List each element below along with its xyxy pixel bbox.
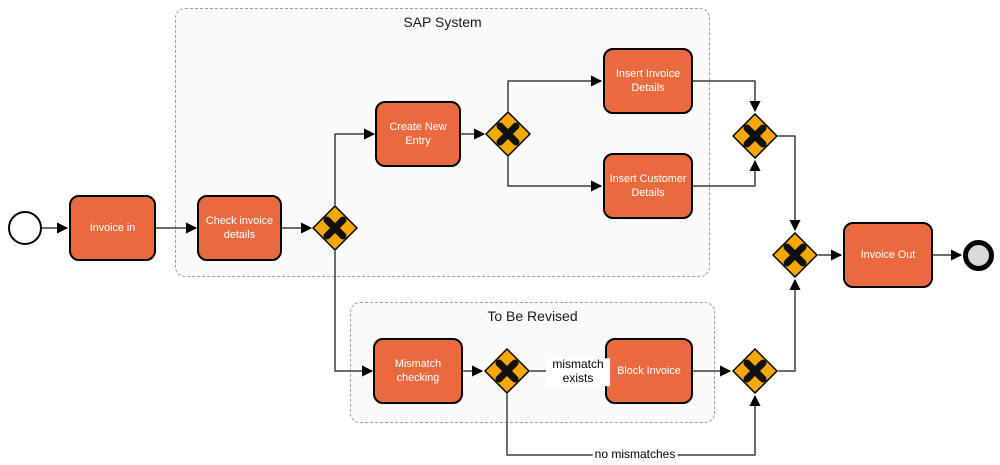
- flow-xor-split-main-to-mismatch-checking[interactable]: [334, 251, 374, 377]
- task-mismatch-checking[interactable]: Mismatch checking: [373, 338, 463, 404]
- xor-cross-icon: [743, 124, 767, 148]
- start-event[interactable]: [8, 211, 42, 245]
- group-to-be-revised-label: To Be Revised: [487, 308, 578, 324]
- task-insert-invoice-details[interactable]: Insert Invoice Details: [603, 48, 693, 114]
- flow-insert-invoice-details-to-xor-join-insert[interactable]: [693, 80, 761, 113]
- flow-xor-split-main-to-create-new-entry[interactable]: [334, 128, 376, 205]
- flow-xor-split-insert-to-insert-customer-details[interactable]: [507, 157, 603, 192]
- edge-label-mismatch-exists: mismatch exists: [546, 357, 610, 386]
- end-event[interactable]: [963, 240, 994, 271]
- flow-xor-join-mismatch-to-xor-join-final[interactable]: [778, 278, 801, 372]
- flow-insert-customer-details-to-xor-join-insert[interactable]: [693, 159, 761, 187]
- xor-gateway-join-mismatch[interactable]: [732, 348, 778, 394]
- task-block-invoice[interactable]: Block Invoice: [605, 338, 693, 404]
- group-sap-system-label: SAP System: [403, 14, 482, 30]
- task-insert-customer-details-label: Insert Customer Details: [609, 172, 687, 199]
- flow-xor-join-insert-to-xor-join-final[interactable]: [778, 135, 801, 232]
- xor-gateway-join-final[interactable]: [772, 232, 818, 278]
- xor-cross-icon: [743, 359, 767, 383]
- task-insert-customer-details[interactable]: Insert Customer Details: [603, 153, 693, 219]
- task-invoice-out-label: Invoice Out: [860, 248, 916, 261]
- xor-cross-icon: [496, 122, 520, 146]
- xor-gateway-split-insert[interactable]: [485, 111, 531, 157]
- task-create-new-entry-label: Create New Entry: [389, 120, 447, 147]
- task-create-new-entry[interactable]: Create New Entry: [375, 101, 461, 167]
- xor-gateway-split-mismatch[interactable]: [484, 348, 530, 394]
- xor-gateway-split-main[interactable]: [312, 205, 358, 251]
- task-invoice-in[interactable]: Invoice in: [69, 195, 156, 261]
- xor-cross-icon: [323, 216, 347, 240]
- task-mismatch-checking-label: Mismatch checking: [394, 357, 442, 384]
- xor-cross-icon: [783, 243, 807, 267]
- task-invoice-out[interactable]: Invoice Out: [843, 222, 933, 288]
- task-invoice-in-label: Invoice in: [89, 221, 136, 234]
- task-block-invoice-label: Block Invoice: [617, 364, 681, 377]
- task-check-invoice-details[interactable]: Check invoice details: [197, 195, 282, 261]
- flow-xor-split-insert-to-insert-invoice-details[interactable]: [507, 75, 603, 111]
- xor-cross-icon: [495, 359, 519, 383]
- edge-label-no-mismatches: no mismatches: [592, 447, 678, 462]
- xor-gateway-join-insert[interactable]: [732, 113, 778, 159]
- task-check-invoice-details-label: Check invoice details: [205, 214, 274, 241]
- task-insert-invoice-details-label: Insert Invoice Details: [615, 67, 681, 94]
